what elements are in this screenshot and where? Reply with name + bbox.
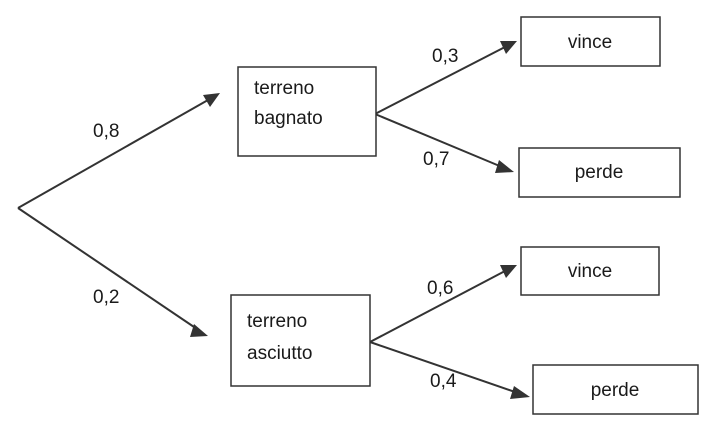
edge-dry-to-win bbox=[369, 265, 517, 343]
prob-wet-label: 0,8 bbox=[93, 121, 119, 142]
node-dry-lose-label: perde bbox=[591, 380, 640, 401]
prob-dry-label: 0,2 bbox=[93, 287, 119, 308]
node-wet-lose: perde bbox=[518, 147, 681, 198]
node-wet-line1: terreno bbox=[254, 78, 314, 99]
node-dry-line2: asciutto bbox=[247, 343, 312, 364]
node-wet-lose-label: perde bbox=[575, 162, 624, 183]
edge-wet-to-lose bbox=[374, 113, 514, 173]
edge-root-to-dry bbox=[17, 207, 208, 337]
node-dry-win: vince bbox=[520, 246, 660, 296]
prob-dry-lose-label: 0,4 bbox=[430, 371, 457, 392]
prob-wet-win-label: 0,3 bbox=[432, 46, 458, 67]
node-wet-win-label: vince bbox=[568, 32, 612, 53]
edge-dry-to-lose bbox=[369, 341, 530, 399]
node-dry-lose: perde bbox=[532, 364, 699, 415]
prob-dry-win-label: 0,6 bbox=[427, 278, 453, 299]
edge-wet-to-win bbox=[374, 41, 517, 115]
prob-wet-lose-label: 0,7 bbox=[423, 149, 449, 170]
edge-root-to-wet bbox=[17, 93, 220, 209]
node-wet-line2: bagnato bbox=[254, 108, 323, 129]
node-wet-ground: terreno bagnato bbox=[237, 66, 377, 157]
node-wet-win: vince bbox=[520, 16, 661, 67]
node-dry-win-label: vince bbox=[568, 261, 612, 282]
node-dry-ground: terreno asciutto bbox=[230, 294, 371, 387]
node-dry-line1: terreno bbox=[247, 311, 307, 332]
